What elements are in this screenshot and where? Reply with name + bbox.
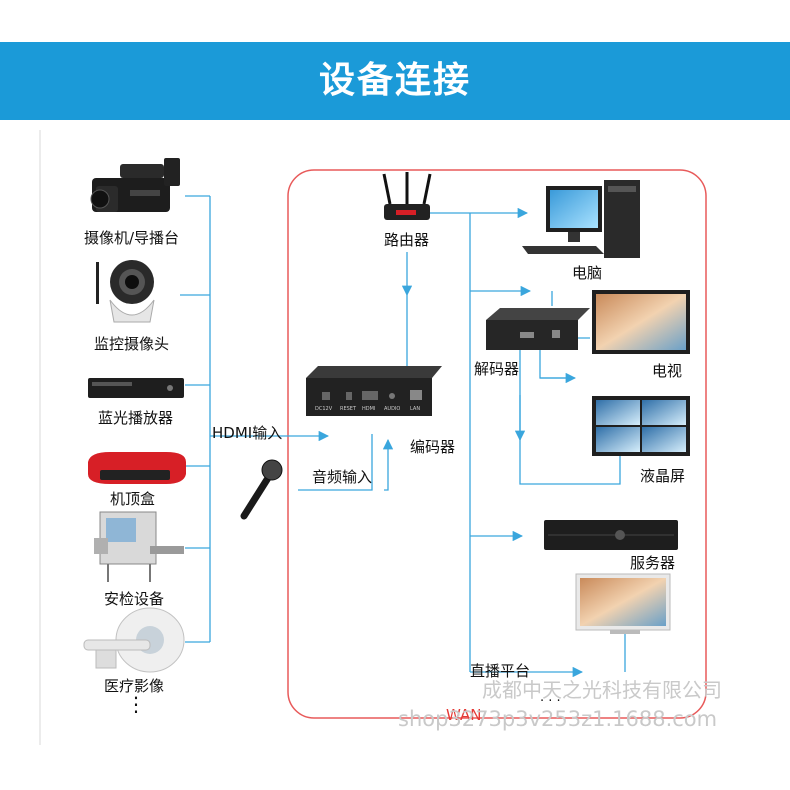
security-scanner-icon	[94, 511, 184, 582]
source-label-security: 安检设备	[104, 590, 165, 608]
encoder-port-labels: DC12V RESET HDMI AUDIO LAN	[306, 406, 432, 416]
lcd-label: 液晶屏	[640, 467, 686, 485]
audio-arrow	[382, 438, 394, 491]
decoder-label: 解码器	[474, 360, 520, 378]
computer-icon	[522, 180, 640, 258]
more-ellipsis: · · ·	[540, 694, 561, 709]
source-connectors	[180, 195, 211, 643]
encoder-icon	[306, 366, 442, 416]
wan-label: WAN	[446, 706, 482, 724]
server-icon	[544, 520, 678, 550]
port-audio: AUDIO	[384, 406, 401, 412]
more-dots: ⋮	[126, 692, 146, 716]
router-icon	[382, 172, 432, 220]
microphone-icon	[240, 459, 283, 520]
port-dc: DC12V	[315, 406, 333, 412]
encoder-label: 编码器	[410, 438, 456, 456]
surveillance-camera-icon	[96, 260, 155, 323]
port-lan: LAN	[410, 406, 421, 412]
source-label-bluray: 蓝光播放器	[98, 409, 174, 427]
router-label: 路由器	[384, 231, 430, 249]
pc-label: 电脑	[572, 264, 603, 282]
server-label: 服务器	[630, 554, 676, 572]
hdmi-input-label: HDMI输入	[212, 424, 283, 442]
port-reset: RESET	[340, 406, 357, 412]
tv-label: 电视	[652, 362, 683, 380]
page-title: 设备连接	[318, 60, 471, 101]
medical-scanner-icon	[83, 607, 185, 673]
camcorder-icon	[90, 158, 180, 212]
network-frame	[287, 169, 707, 719]
source-label-surveillance: 监控摄像头	[94, 335, 170, 353]
live-platform-label: 直播平台	[470, 662, 531, 680]
source-label-settopbox: 机顶盒	[110, 490, 156, 508]
title-banner: 设备连接	[0, 42, 790, 120]
live-monitor-icon	[575, 573, 671, 634]
source-label-camcorder: 摄像机/导播台	[84, 229, 180, 247]
audio-input-label: 音频输入	[312, 468, 373, 486]
decoder-icon	[486, 308, 590, 350]
network-bus	[430, 212, 471, 672]
tv-icon	[592, 290, 690, 354]
watermark-company: 成都中天之光科技有限公司	[482, 678, 722, 702]
bluray-player-icon	[88, 378, 184, 398]
audio-line	[298, 434, 373, 491]
port-hdmi: HDMI	[362, 406, 376, 412]
set-top-box-icon	[88, 452, 186, 484]
source-label-medical: 医疗影像	[104, 677, 165, 695]
lcd-screen-icon	[592, 396, 690, 456]
watermark-shop: shop3273p3v253z1.1688.com	[398, 707, 718, 731]
